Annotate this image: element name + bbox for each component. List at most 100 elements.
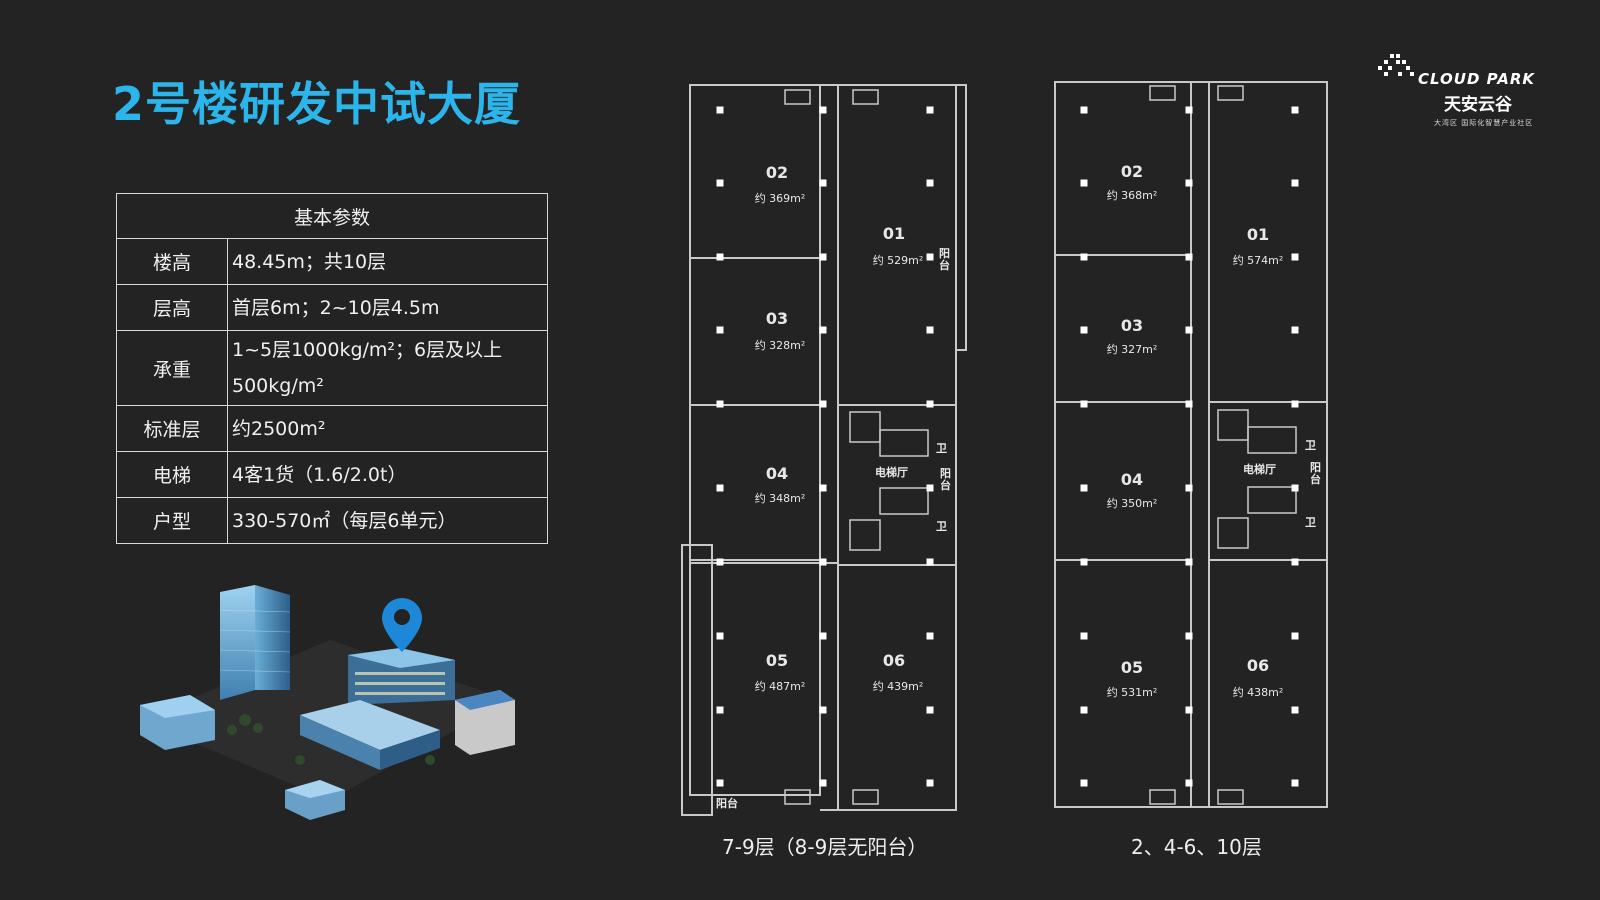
column-marker bbox=[1080, 706, 1088, 714]
unit-number: 05 bbox=[765, 651, 789, 670]
column-marker bbox=[819, 326, 827, 334]
column-marker bbox=[1291, 253, 1299, 261]
column-marker bbox=[1080, 632, 1088, 640]
params-table: 基本参数 楼高 48.45m；共10层 层高 首层6m；2~10层4.5m 承重… bbox=[116, 193, 548, 544]
column-marker bbox=[1185, 484, 1193, 492]
column-marker bbox=[819, 106, 827, 114]
balcony-label: 阳台 bbox=[716, 797, 738, 810]
column-marker bbox=[926, 253, 934, 261]
column-marker bbox=[716, 326, 724, 334]
param-value: 1~5层1000kg/m²；6层及以上500kg/m² bbox=[227, 330, 548, 406]
logo-text-cn: 天安云谷 bbox=[1444, 95, 1512, 115]
column-marker bbox=[1291, 179, 1299, 187]
column-marker bbox=[1185, 179, 1193, 187]
balcony-label: 阳台 bbox=[1310, 461, 1321, 486]
column-marker bbox=[716, 253, 724, 261]
column-marker bbox=[819, 253, 827, 261]
column-marker bbox=[1080, 558, 1088, 566]
table-row: 电梯 4客1货（1.6/2.0t） bbox=[116, 451, 548, 498]
unit-number: 01 bbox=[1246, 225, 1270, 244]
unit-number: 04 bbox=[765, 464, 789, 483]
wc-label: 卫 bbox=[936, 520, 947, 533]
elevator-lobby-label: 电梯厅 bbox=[875, 466, 908, 479]
unit-area: 约 531m² bbox=[1106, 686, 1158, 699]
wc-label: 卫 bbox=[1305, 439, 1316, 452]
unit-number: 03 bbox=[765, 309, 789, 328]
column-marker bbox=[926, 326, 934, 334]
elevator-lobby-label: 电梯厅 bbox=[1243, 463, 1276, 476]
unit-area: 约 327m² bbox=[1106, 343, 1158, 356]
plan-left-outline bbox=[681, 84, 967, 816]
unit-area: 约 439m² bbox=[872, 680, 924, 693]
building-illustration bbox=[140, 585, 515, 820]
column-marker bbox=[1185, 400, 1193, 408]
column-marker bbox=[819, 179, 827, 187]
param-value: 48.45m；共10层 bbox=[227, 238, 548, 285]
param-key: 楼高 bbox=[116, 238, 228, 285]
param-value: 约2500m² bbox=[227, 405, 548, 452]
table-row: 承重 1~5层1000kg/m²；6层及以上500kg/m² bbox=[116, 330, 548, 406]
column-marker bbox=[819, 400, 827, 408]
column-marker bbox=[1291, 326, 1299, 334]
column-marker bbox=[1291, 558, 1299, 566]
unit-area: 约 438m² bbox=[1232, 686, 1284, 699]
column-marker bbox=[1080, 484, 1088, 492]
param-key: 户型 bbox=[116, 497, 228, 544]
params-table-header: 基本参数 bbox=[116, 193, 548, 239]
unit-number: 05 bbox=[1120, 658, 1144, 677]
table-row: 楼高 48.45m；共10层 bbox=[116, 238, 548, 285]
table-row: 标准层 约2500m² bbox=[116, 405, 548, 452]
column-marker bbox=[1291, 706, 1299, 714]
unit-area: 约 368m² bbox=[1106, 189, 1158, 202]
unit-number: 02 bbox=[1120, 162, 1144, 181]
unit-area: 约 348m² bbox=[754, 492, 806, 505]
column-marker bbox=[926, 558, 934, 566]
plan-right-outline bbox=[1054, 81, 1328, 808]
column-marker bbox=[1080, 400, 1088, 408]
unit-number: 02 bbox=[765, 163, 789, 182]
logo-mark-icon bbox=[1378, 54, 1414, 76]
unit-area: 约 487m² bbox=[754, 680, 806, 693]
column-marker bbox=[1080, 779, 1088, 787]
param-key: 承重 bbox=[116, 330, 228, 406]
table-row: 层高 首层6m；2~10层4.5m bbox=[116, 284, 548, 331]
column-marker bbox=[819, 632, 827, 640]
param-value: 4客1货（1.6/2.0t） bbox=[227, 451, 548, 498]
param-value: 330-570㎡（每层6单元） bbox=[227, 497, 548, 544]
unit-number: 01 bbox=[882, 224, 906, 243]
column-marker bbox=[1185, 779, 1193, 787]
plan-right-caption: 2、4-6、10层 bbox=[1131, 835, 1262, 859]
column-marker bbox=[716, 400, 724, 408]
column-marker bbox=[1185, 253, 1193, 261]
logo-text-en: CLOUD PARK bbox=[1418, 70, 1536, 88]
balcony-label: 阳台 bbox=[939, 247, 950, 272]
column-marker bbox=[926, 632, 934, 640]
location-pin-icon bbox=[382, 598, 422, 652]
column-marker bbox=[926, 779, 934, 787]
column-marker bbox=[1291, 632, 1299, 640]
column-marker bbox=[926, 179, 934, 187]
column-marker bbox=[716, 106, 724, 114]
column-marker bbox=[819, 706, 827, 714]
page-title: 2号楼研发中试大厦 bbox=[112, 77, 522, 131]
column-marker bbox=[1080, 179, 1088, 187]
column-marker bbox=[1185, 106, 1193, 114]
column-marker bbox=[1291, 484, 1299, 492]
unit-number: 06 bbox=[1246, 656, 1270, 675]
table-row: 户型 330-570㎡（每层6单元） bbox=[116, 497, 548, 544]
unit-area: 约 350m² bbox=[1106, 497, 1158, 510]
column-marker bbox=[1185, 706, 1193, 714]
column-marker bbox=[716, 484, 724, 492]
cloud-park-logo: CLOUD PARK 天安云谷 大湾区 国际化智慧产业社区 bbox=[1378, 52, 1553, 132]
logo-subtitle: 大湾区 国际化智慧产业社区 bbox=[1434, 119, 1534, 127]
unit-number: 06 bbox=[882, 651, 906, 670]
column-marker bbox=[716, 779, 724, 787]
balcony-label: 阳台 bbox=[940, 467, 951, 492]
wc-label: 卫 bbox=[936, 442, 947, 455]
column-marker bbox=[819, 779, 827, 787]
wc-label: 卫 bbox=[1305, 516, 1316, 529]
column-marker bbox=[716, 632, 724, 640]
column-marker bbox=[819, 484, 827, 492]
column-marker bbox=[819, 558, 827, 566]
